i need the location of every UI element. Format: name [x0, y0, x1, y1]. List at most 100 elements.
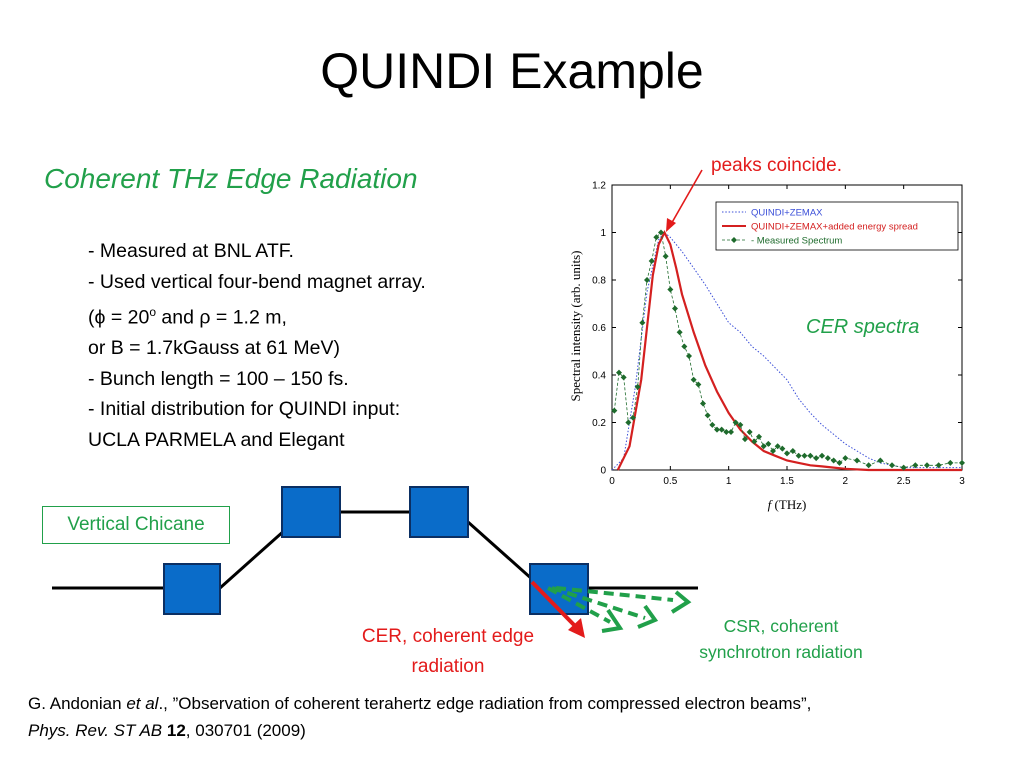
csr-label: CSR, coherent synchrotron radiation [672, 613, 890, 665]
bullet-line: - Initial distribution for QUINDI input: [88, 398, 401, 420]
data-point-measured [709, 421, 716, 428]
data-point-measured [676, 329, 683, 336]
y-tick-label: 0.2 [592, 418, 606, 429]
bullet-line: UCLA PARMELA and Elegant [88, 428, 345, 451]
data-point-measured [900, 464, 907, 471]
citation-journal: Phys. Rev. ST AB [28, 721, 163, 740]
data-point-measured [718, 426, 725, 433]
data-point-measured [789, 448, 796, 454]
y-tick-label: 0 [600, 466, 606, 477]
data-point-measured [723, 429, 730, 435]
data-point-measured [765, 440, 772, 447]
data-point-measured [672, 305, 678, 312]
x-tick-label: 2 [843, 476, 849, 487]
data-point-measured [653, 234, 660, 241]
superscript: o [149, 305, 157, 319]
legend-label: - Measured Spectrum [751, 236, 842, 247]
x-tick-label: 0 [609, 476, 615, 487]
citation-et-al: et al [126, 694, 159, 713]
y-axis-label: Spectral intensity (arb. units) [568, 251, 583, 402]
bullet-line: or B = 1.7kGauss at 61 MeV) [88, 337, 340, 359]
citation-title: ., ”Observation of coherent terahertz ed… [158, 694, 812, 713]
y-tick-label: 0.4 [592, 371, 606, 382]
data-point-measured [695, 381, 702, 388]
data-point-measured [690, 376, 697, 383]
bullet-line: - Measured at BNL ATF. [88, 240, 294, 262]
data-point-measured [784, 450, 790, 457]
x-tick-label: 3 [959, 476, 965, 487]
data-point-measured [630, 414, 636, 421]
data-point-measured [756, 433, 762, 440]
legend-marker [731, 237, 737, 243]
peak-arrow [666, 169, 703, 232]
data-point-measured [742, 436, 748, 443]
y-tick-label: 0.6 [592, 323, 606, 334]
slide-title: QUINDI Example [320, 43, 704, 99]
cer-spectra-label: CER spectra [806, 316, 920, 338]
data-point-measured [644, 277, 650, 283]
citation-pages: , 030701 (2009) [185, 721, 306, 740]
x-tick-label: 2.5 [897, 476, 911, 487]
data-point-measured [681, 343, 688, 350]
magnet-block [409, 486, 469, 538]
bullet-line: - Bunch length = 100 – 150 fs. [88, 367, 349, 390]
bullet-line: - Used vertical four-bend magnet array. [88, 270, 426, 293]
data-point-measured [854, 457, 860, 464]
data-point-measured [611, 407, 618, 414]
data-point-measured [935, 462, 942, 469]
bullet-text: and ρ = 1.2 m, [156, 306, 287, 329]
data-point-measured [801, 452, 808, 459]
csr-label-line: CSR, coherent [723, 616, 839, 636]
data-point-measured [648, 258, 655, 264]
bullet-text: (ϕ = 20 [88, 306, 150, 329]
x-tick-label: 1.5 [780, 476, 794, 487]
csr-label-line: synchrotron radiation [699, 642, 863, 662]
peaks-coincide-label: peaks coincide. [711, 155, 842, 176]
y-tick-label: 1.2 [592, 181, 606, 192]
cer-label-line: CER, coherent edge [361, 626, 535, 647]
magnet-block [163, 563, 221, 615]
y-tick-label: 0.8 [592, 276, 606, 287]
cer-label-line: radiation [411, 656, 485, 677]
data-point-measured [795, 452, 802, 459]
chicane-diagram [52, 486, 698, 638]
data-point-measured [877, 457, 884, 464]
data-point-measured [625, 419, 632, 426]
data-point-measured [770, 448, 776, 454]
data-point-measured [667, 286, 674, 293]
data-point-measured [620, 374, 627, 381]
citation-line-2: Phys. Rev. ST AB 12, 030701 (2009) [28, 717, 811, 744]
data-point-measured [912, 462, 919, 469]
x-axis-label: f (THz) [768, 497, 807, 512]
data-point-measured [616, 369, 622, 376]
data-point-measured [774, 443, 781, 450]
data-point-measured [924, 462, 930, 469]
data-point-measured [813, 455, 820, 462]
data-point-measured [728, 429, 734, 435]
data-point-measured [959, 459, 965, 466]
legend-label: QUINDI+ZEMAX [751, 208, 823, 219]
vertical-chicane-label: Vertical Chicane [42, 506, 230, 544]
data-point-measured [836, 459, 843, 466]
legend-box [715, 201, 959, 251]
data-point-measured [662, 253, 669, 260]
magnet-block [281, 486, 341, 538]
data-point-measured [700, 400, 706, 407]
citation-line-1: G. Andonian et al., ”Observation of cohe… [28, 690, 811, 717]
data-point-measured [714, 426, 720, 433]
data-point-measured [807, 452, 814, 459]
data-point-measured [760, 443, 767, 450]
data-point-measured [639, 319, 646, 326]
citation-authors: G. Andonian [28, 694, 127, 713]
y-tick-label: 1 [600, 228, 606, 239]
data-point-measured [732, 419, 739, 426]
data-point-measured [686, 353, 692, 359]
data-point-measured [704, 412, 711, 419]
data-point-measured [889, 462, 895, 469]
data-point-measured [737, 421, 744, 428]
data-point-measured [842, 455, 849, 462]
series-line-measured [613, 231, 962, 469]
x-tick-label: 1 [726, 476, 732, 487]
slide-subtitle: Coherent THz Edge Radiation [44, 163, 418, 194]
